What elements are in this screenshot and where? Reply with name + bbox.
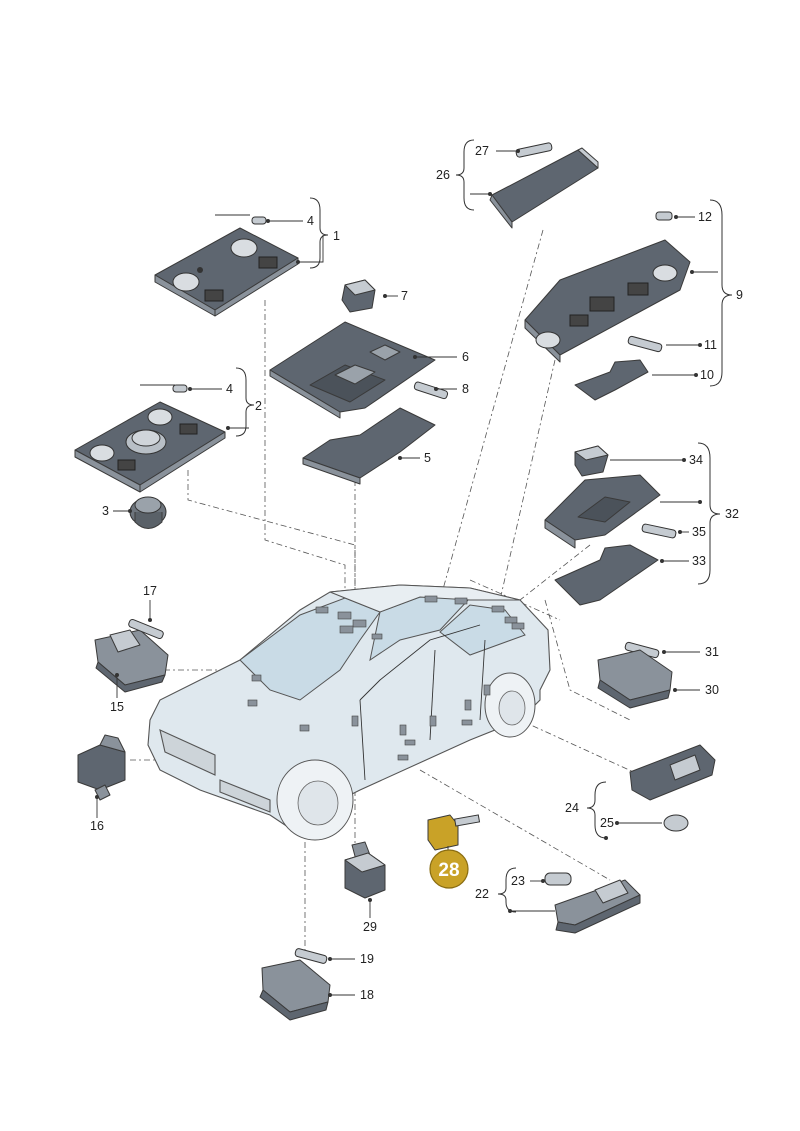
part-5-lens	[302, 407, 436, 485]
label-32: 32	[725, 507, 739, 521]
label-22: 22	[475, 887, 489, 901]
label-26: 26	[436, 168, 450, 182]
part-22-lamp-housing	[554, 879, 641, 934]
part-25-bulb	[663, 814, 689, 832]
part-3-switch-knob	[129, 496, 167, 529]
part-33-lens	[554, 544, 659, 606]
part-29-switch	[344, 841, 386, 899]
label-10: 10	[700, 368, 714, 382]
label-25: 25	[600, 816, 614, 830]
label-15: 15	[110, 700, 124, 714]
label-3: 3	[102, 504, 109, 518]
part-11-bulb	[627, 335, 663, 353]
label-17: 17	[143, 584, 157, 598]
assembly-lines	[130, 229, 641, 955]
part-number-labels: 1 2 3 4 4 5 6 7 8 9 10 11 12 15 16 17 18…	[90, 144, 743, 1002]
label-2: 2	[255, 399, 262, 413]
label-31: 31	[705, 645, 719, 659]
label-19: 19	[360, 952, 374, 966]
label-11: 11	[704, 338, 717, 352]
part-26-rear-reading-light	[489, 147, 599, 229]
label-6: 6	[462, 350, 469, 364]
part-24-lamp-housing	[629, 744, 716, 801]
label-8: 8	[462, 382, 469, 396]
label-28: 28	[438, 860, 459, 881]
part-6-light-housing	[269, 321, 436, 419]
part-32-light-housing	[544, 474, 661, 549]
part-12-bulb	[655, 211, 673, 221]
part-18-lamp	[259, 959, 331, 1021]
part-35-bulb	[641, 523, 677, 539]
label-4b: 4	[226, 382, 233, 396]
label-33: 33	[692, 554, 706, 568]
part-16-bracket	[77, 734, 126, 801]
part-2-interior-light-sunroof	[74, 384, 226, 493]
part-28-door-contact-switch	[427, 814, 481, 851]
label-5: 5	[424, 451, 431, 465]
part-17-bulb	[128, 618, 164, 640]
part-30-door-light	[597, 649, 673, 709]
part-8-bulb	[413, 381, 449, 400]
label-24: 24	[565, 801, 579, 815]
car-illustration	[147, 584, 551, 841]
label-7: 7	[401, 289, 408, 303]
leader-lines	[96, 150, 718, 996]
label-34: 34	[689, 453, 703, 467]
label-12: 12	[698, 210, 712, 224]
part-19-bulb	[294, 948, 328, 964]
group-braces	[235, 139, 733, 913]
part-34-switch	[574, 445, 609, 477]
part-10-lens	[574, 359, 649, 401]
part-1-interior-light-front	[154, 214, 299, 317]
label-27: 27	[475, 144, 489, 158]
arrowheads	[95, 149, 702, 997]
part-7-switch	[341, 279, 376, 313]
highlight-badge-28: 28	[429, 849, 469, 889]
label-9: 9	[736, 288, 743, 302]
part-15-door-light	[94, 629, 169, 693]
label-23: 23	[511, 874, 525, 888]
part-23-bulb	[544, 872, 572, 886]
part-27-bulb	[515, 142, 553, 158]
label-1: 1	[333, 229, 340, 243]
label-4a: 4	[307, 214, 314, 228]
label-18: 18	[360, 988, 374, 1002]
label-16: 16	[90, 819, 104, 833]
part-9-rear-interior-light	[524, 239, 691, 363]
label-29: 29	[363, 920, 377, 934]
label-30: 30	[705, 683, 719, 697]
label-35: 35	[692, 525, 706, 539]
